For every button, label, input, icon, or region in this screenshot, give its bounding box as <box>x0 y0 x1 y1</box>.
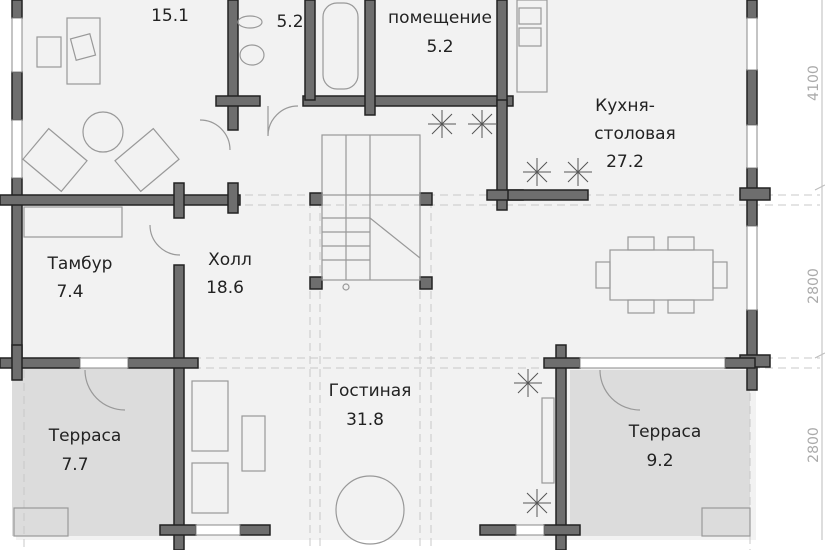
room-kitchen-name2: столовая <box>594 124 676 144</box>
room-terrace-right-area: 9.2 <box>646 451 674 471</box>
room-kitchen-area: 27.2 <box>606 152 644 172</box>
room-terrace-left-area: 7.7 <box>61 455 89 475</box>
room-terrace-left-name: Терраса <box>48 426 122 446</box>
room-living-area: 31.8 <box>346 410 384 430</box>
dimension-4100: 4100 <box>805 65 822 101</box>
dimension-2800-b: 2800 <box>805 427 822 463</box>
room-vestibule-name: Тамбур <box>47 254 113 274</box>
plant-icons <box>428 110 592 517</box>
room-hall-area: 18.6 <box>206 278 244 298</box>
room-vestibule-area: 7.4 <box>56 282 84 302</box>
terrace-left-floor <box>12 366 174 536</box>
room-utility-name: помещение <box>388 8 492 28</box>
room-cabinet-area: 15.1 <box>151 6 189 26</box>
room-terrace-right-name: Терраса <box>628 422 702 442</box>
room-living-name: Гостиная <box>328 381 412 401</box>
walls <box>0 0 771 550</box>
furniture <box>13 0 751 545</box>
room-bathroom-area: 5.2 <box>276 12 304 32</box>
room-hall-name: Холл <box>208 250 252 270</box>
room-kitchen-name: Кухня- <box>595 96 655 116</box>
dimension-2800-a: 2800 <box>805 268 822 304</box>
room-utility-area: 5.2 <box>426 37 454 57</box>
